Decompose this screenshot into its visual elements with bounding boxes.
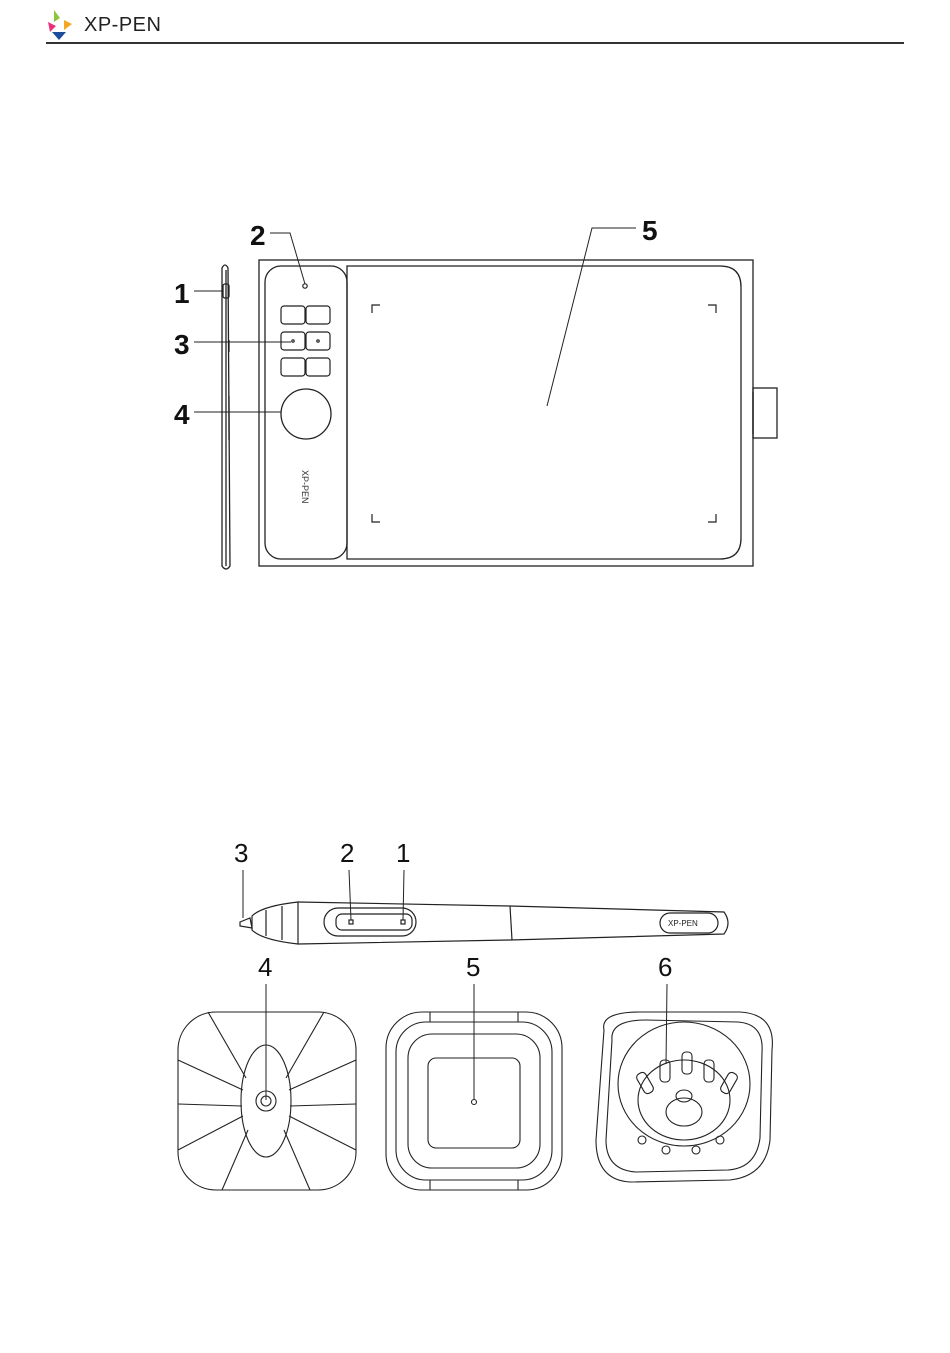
pen-callout-1: 1: [396, 838, 410, 868]
nib-storage: [596, 1012, 772, 1182]
holder-callout-6: 6: [658, 952, 672, 982]
pen-callout-2: 2: [340, 838, 354, 868]
pen-leader-lines: [243, 870, 404, 920]
pen-holder-top: [178, 1012, 356, 1190]
holder-callout-5: 5: [466, 952, 480, 982]
stylus-pen: [240, 902, 728, 944]
holder-leader-lines: [266, 984, 667, 1100]
holder-callout-4: 4: [258, 952, 272, 982]
pen-logo-text: XP-PEN: [668, 919, 698, 928]
pen-callout-3: 3: [234, 838, 248, 868]
